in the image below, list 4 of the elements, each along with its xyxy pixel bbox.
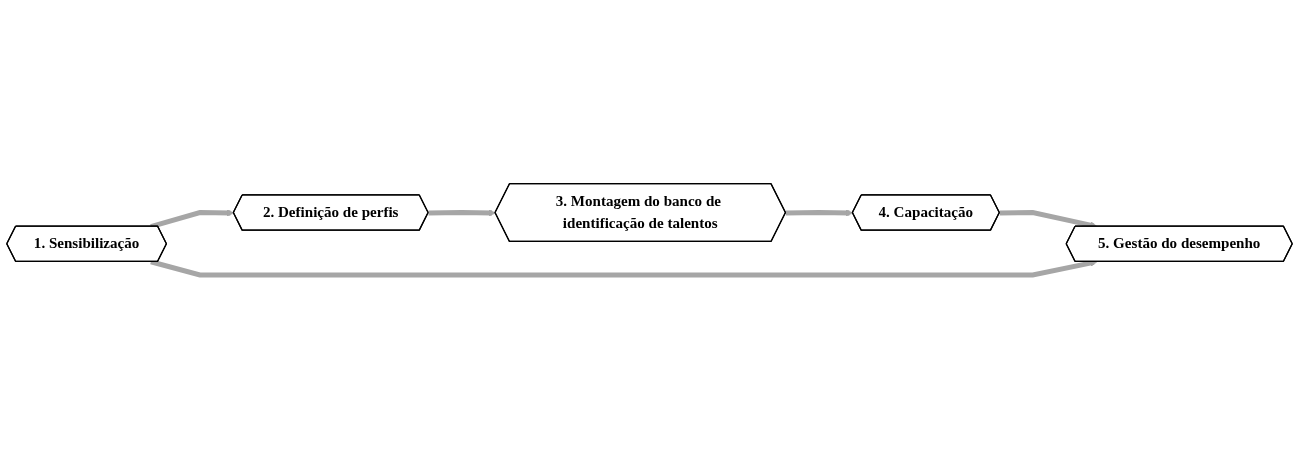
arrow [785, 208, 854, 217]
arrow [150, 259, 1098, 278]
arrow [150, 208, 235, 229]
arrow [428, 208, 496, 217]
